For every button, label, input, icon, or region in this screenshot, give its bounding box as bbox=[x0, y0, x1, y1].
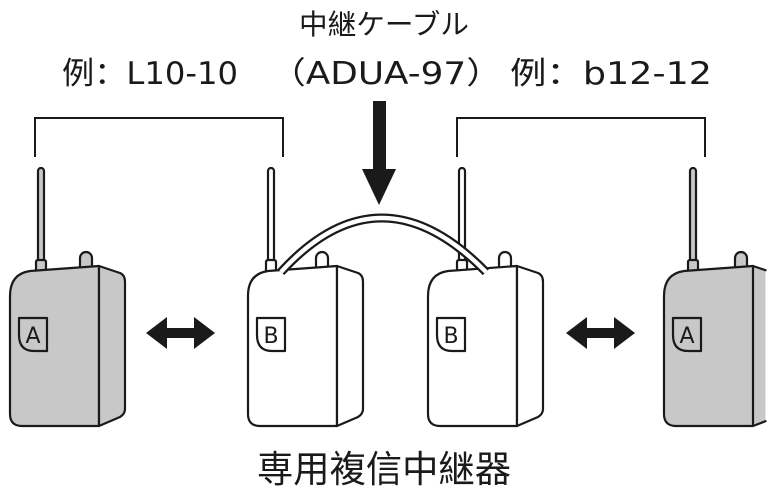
double-arrow-icon bbox=[566, 317, 635, 349]
antenna bbox=[266, 166, 276, 276]
relay-cable-core bbox=[279, 215, 488, 274]
channel-label-badge bbox=[435, 316, 467, 353]
device-front-face bbox=[662, 264, 755, 428]
device-side-face bbox=[97, 264, 127, 428]
channel-label: B bbox=[443, 324, 458, 349]
antenna bbox=[36, 166, 46, 276]
double-arrow-icon bbox=[146, 317, 215, 349]
device-side-face bbox=[335, 264, 365, 428]
channel-label-badge bbox=[255, 316, 287, 353]
arrow-down-icon bbox=[362, 101, 396, 205]
channel-label: A bbox=[679, 324, 694, 349]
device-side-face bbox=[753, 266, 766, 426]
relay-cable bbox=[277, 213, 490, 276]
pair-bracket-left bbox=[34, 117, 284, 157]
device-a-right: A bbox=[662, 166, 767, 428]
device-b-left: B bbox=[246, 166, 365, 428]
device-b-right: B bbox=[426, 166, 545, 428]
channel-label: B bbox=[263, 324, 278, 349]
antenna bbox=[688, 166, 698, 276]
device-side-edge-top bbox=[751, 264, 767, 272]
channel-label: A bbox=[25, 324, 40, 349]
right-pair-example: 例：b12-12 bbox=[510, 56, 712, 92]
channel-label-badge bbox=[671, 316, 703, 353]
antenna bbox=[457, 166, 467, 276]
left-pair-example: 例：L10-10 bbox=[62, 56, 238, 92]
cable-title: 中継ケーブル bbox=[299, 8, 469, 41]
channel-label-badge bbox=[17, 316, 49, 353]
pair-bracket-right bbox=[456, 117, 706, 157]
device-a-left: A bbox=[8, 166, 127, 428]
caption: 専用複信中継器 bbox=[257, 448, 511, 490]
device-side-face bbox=[515, 264, 545, 428]
cable-annotation: 中継ケーブル 例：L10-10 （ADUA-97） 例：b12-12 bbox=[62, 8, 712, 92]
cable-model: （ADUA-97） bbox=[270, 56, 502, 92]
device-side-edge-bottom bbox=[751, 420, 767, 428]
